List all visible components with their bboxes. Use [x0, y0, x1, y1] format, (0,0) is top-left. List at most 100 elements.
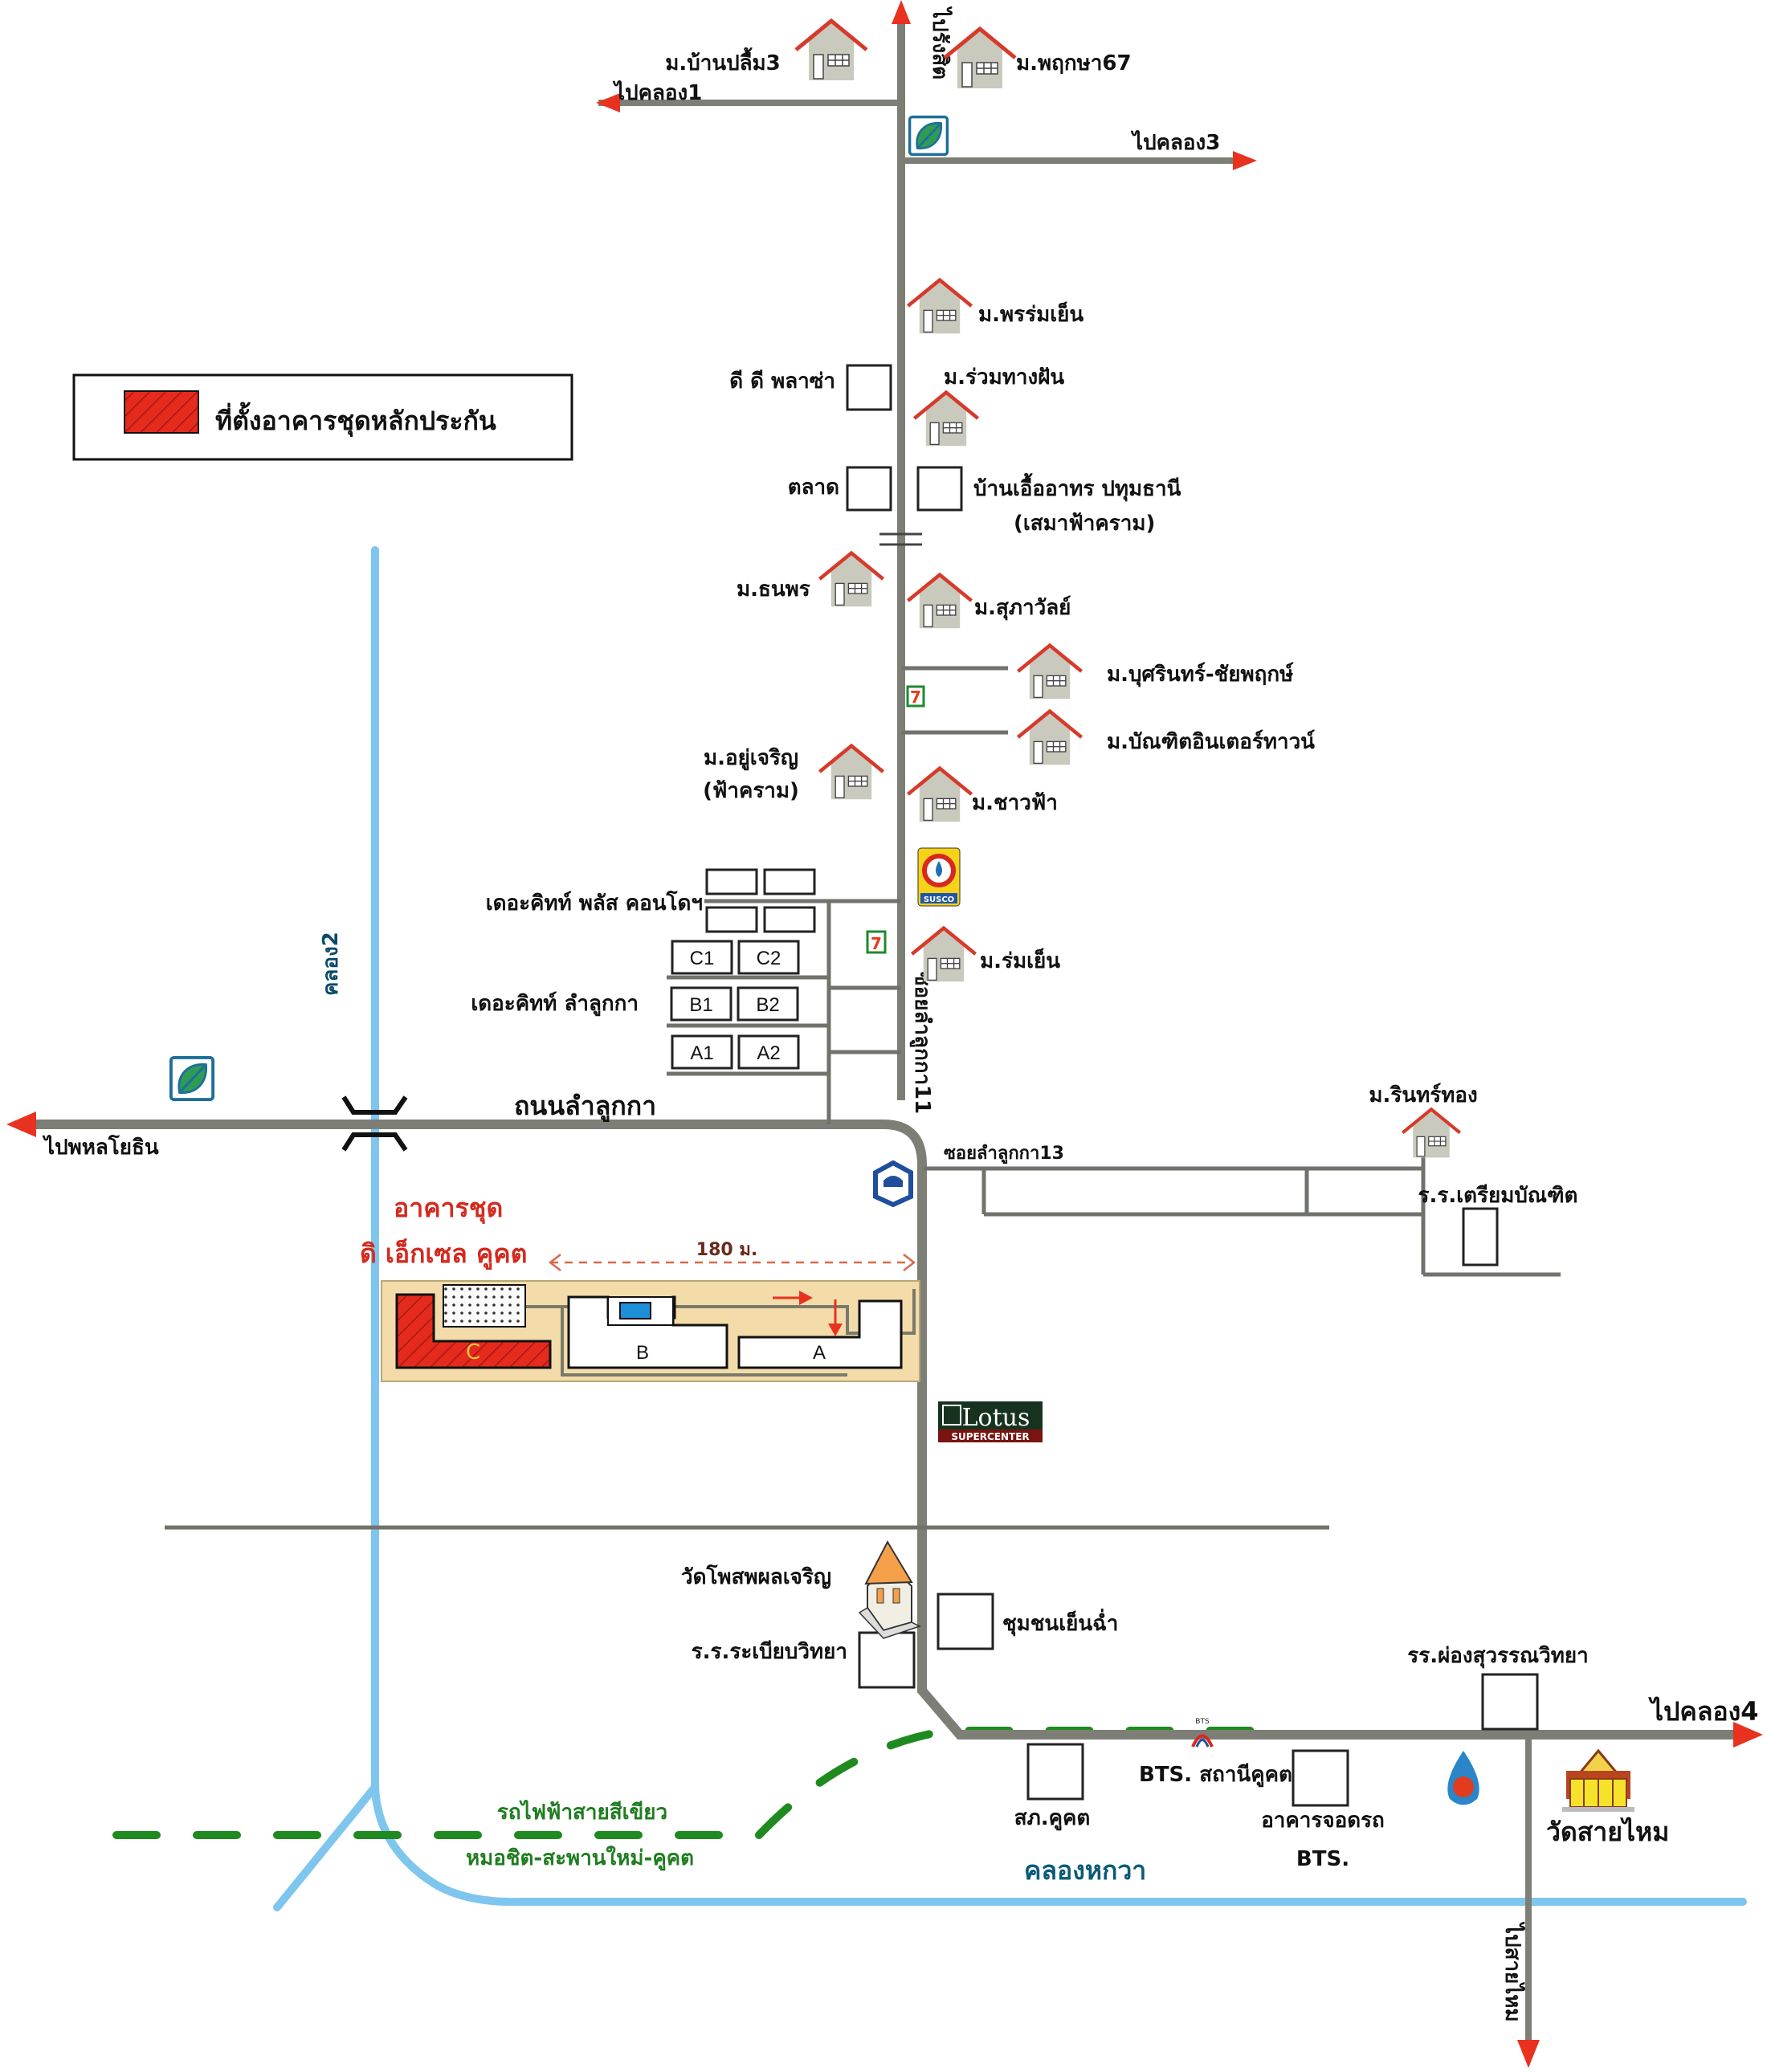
arrow-east-khlong4-icon	[1733, 1722, 1763, 1748]
collateral-site: อาคารชุด ดิ เอ็กเซล คูคต 180 ม. C B A	[360, 1193, 920, 1382]
swimming-pool	[619, 1302, 651, 1319]
svg-text:เดอะคิทท์ ลำลูกกา: เดอะคิทท์ ลำลูกกา	[471, 991, 639, 1017]
svg-text:ม.รินทร์ทอง: ม.รินทร์ทอง	[1369, 1083, 1477, 1107]
parking-area	[443, 1284, 526, 1328]
place-the-kith-lamlukka: เดอะคิทท์ ลำลูกกา C1 C2 B1 B2 A1 A2	[471, 940, 800, 1070]
svg-text:ม.บัณฑิตอินเตอร์ทาวน์: ม.บัณฑิตอินเตอร์ทาวน์	[1107, 729, 1315, 754]
ptt-gas-station-logo-icon	[1447, 1751, 1479, 1805]
svg-text:วัดโพสพผลเจริญ: วัดโพสพผลเจริญ	[681, 1564, 831, 1589]
svg-text:A2: A2	[757, 1042, 780, 1064]
main-roads	[24, 14, 1735, 2040]
kith-block-c2: C2	[737, 940, 800, 975]
road-break-mark	[879, 532, 922, 546]
village-pornromyen: ม.พรร่มเย็น	[908, 280, 1083, 334]
label-lamlukka-road: ถนนลำลูกกา	[514, 1091, 656, 1123]
kith-block-b1: B1	[670, 986, 733, 1022]
house-icon	[1018, 712, 1081, 765]
svg-text:BTS: BTS	[1195, 1718, 1210, 1726]
kith-block-a1: A1	[671, 1034, 733, 1070]
susco-gas-station-logo-icon: SUSCO	[917, 847, 961, 907]
arrow-west-phahonyothin-icon	[6, 1111, 36, 1137]
svg-text:ตลาด: ตลาด	[788, 475, 839, 500]
temple-wat-saimai: วัดสายไหม	[1546, 1748, 1669, 1847]
svg-text:A: A	[813, 1342, 826, 1364]
entrance-arrow-icon	[773, 1291, 843, 1336]
village-busarin: ม.บุศรินทร์-ชัยพฤกษ์	[1018, 646, 1294, 700]
svg-text:(ฟ้าคราม): (ฟ้าคราม)	[703, 779, 799, 803]
arrow-north-icon	[892, 0, 911, 24]
place-ban-uea-athorn: บ้านเอื้ออาทร ปทุมธานี (เสมาฟ้าคราม)	[916, 466, 1181, 536]
svg-text:7: 7	[910, 687, 921, 707]
svg-text:ม.พรร่มเย็น: ม.พรร่มเย็น	[978, 301, 1083, 327]
svg-text:เดอะคิทท์ พลัส คอนโดฯ: เดอะคิทท์ พลัส คอนโดฯ	[486, 890, 703, 916]
site-title-line1: อาคารชุด	[394, 1193, 503, 1225]
place-market: ตลาด	[788, 466, 892, 512]
svg-text:ชุมชนเย็นฉ่ำ: ชุมชนเย็นฉ่ำ	[1002, 1608, 1118, 1637]
svg-text:สภ.คูคต: สภ.คูคต	[1014, 1806, 1091, 1831]
svg-text:อาคารจอดรถ: อาคารจอดรถ	[1261, 1809, 1385, 1833]
temple-icon	[1562, 1748, 1634, 1812]
svg-text:SUPERCENTER: SUPERCENTER	[951, 1431, 1029, 1442]
label-to-khlong3: ไปคลอง3	[1130, 129, 1220, 155]
bts-logo-icon: BTS	[1191, 1718, 1214, 1748]
house-icon	[908, 280, 971, 334]
place-rabiab-wittaya: ร.ร.ระเบียบวิทยา	[692, 1631, 916, 1689]
site-title-line2: ดิ เอ็กเซล คูคต	[360, 1238, 527, 1271]
legend: ที่ตั้งอาคารชุดหลักประกัน	[72, 373, 573, 461]
svg-text:วัดสายไหม: วัดสายไหม	[1546, 1817, 1669, 1847]
svg-text:BTS. สถานีคูคต: BTS. สถานีคูคต	[1139, 1763, 1292, 1788]
arrow-east-khlong3-icon	[1233, 151, 1257, 170]
svg-text:ร.ร.เตรียมบัณฑิต: ร.ร.เตรียมบัณฑิต	[1418, 1184, 1578, 1208]
seven-eleven-logo-icon: 7	[866, 930, 887, 954]
svg-text:ร.ร.ระเบียบวิทยา: ร.ร.ระเบียบวิทยา	[692, 1640, 847, 1664]
green-line-railway	[112, 1727, 1289, 1839]
svg-text:180 ม.: 180 ม.	[696, 1240, 757, 1260]
svg-text:ม.ชาวฟ้า: ม.ชาวฟ้า	[972, 791, 1058, 815]
place-chumchon-yenchum: ชุมชนเย็นฉ่ำ	[937, 1593, 1118, 1650]
house-icon	[796, 21, 867, 80]
village-ruamtangfan: ม.ร่วมทางฝัน	[914, 365, 1064, 446]
bank-house-logo-icon	[873, 1160, 913, 1208]
place-triam-bandit: ร.ร.เตรียมบัณฑิต	[1418, 1184, 1578, 1266]
house-icon	[819, 553, 883, 607]
svg-text:บ้านเอื้ออาทร ปทุมธานี: บ้านเอื้ออาทร ปทุมธานี	[973, 472, 1181, 502]
kith-block-a2: A2	[737, 1034, 800, 1070]
svg-text:Lotus: Lotus	[962, 1404, 1030, 1432]
village-yucharoen: ม.อยู่เจริญ (ฟ้าคราม)	[703, 746, 884, 803]
village-bandit-intertown: ม.บัณฑิตอินเตอร์ทาวน์	[1018, 712, 1315, 765]
arrow-west-khlong1-icon	[596, 93, 620, 112]
village-romyen: ม.ร่มเย็น	[912, 928, 1060, 982]
canal-khlong2	[273, 546, 1747, 1911]
house-icon	[914, 393, 977, 447]
svg-text:ม.บุศรินทร์-ชัยพฤกษ์: ม.บุศรินทร์-ชัยพฤกษ์	[1107, 662, 1294, 687]
label-soi13: ซอยลำลูกกา13	[944, 1144, 1064, 1164]
kith-block-b2: B2	[737, 986, 799, 1022]
svg-text:รร.ผ่องสุวรรณวิทยา: รร.ผ่องสุวรรณวิทยา	[1407, 1644, 1588, 1669]
svg-text:(เสมาฟ้าคราม): (เสมาฟ้าคราม)	[1014, 512, 1155, 536]
label-to-khlong1: ไปคลอง1	[612, 80, 702, 105]
label-khlong2: คลอง2	[319, 932, 343, 996]
label-soi11: ซอยลำลูกกา11	[909, 972, 934, 1114]
seven-eleven-logo-icon: 7	[906, 685, 925, 708]
building-a	[737, 1299, 903, 1369]
arrow-south-saimai-icon	[1517, 2040, 1540, 2068]
direction-arrows	[6, 0, 1763, 2068]
svg-text:ม.สุภาวัลย์: ม.สุภาวัลย์	[974, 595, 1071, 621]
temple-wat-phot: วัดโพสพผลเจริญ	[681, 1540, 921, 1639]
legend-swatch	[124, 390, 199, 434]
house-icon	[1018, 646, 1081, 700]
bridge-icon	[341, 1095, 408, 1152]
green-line-label: รถไฟฟ้าสายสีเขียว	[497, 1799, 667, 1825]
house-icon	[819, 746, 883, 800]
bank-leaf-logo-icon	[171, 1058, 213, 1099]
temple-icon	[858, 1540, 921, 1639]
label-to-phahonyothin: ไปพหลโยธิน	[42, 1134, 159, 1160]
svg-text:SUSCO: SUSCO	[924, 895, 954, 904]
bank-leaf-logo-icon	[908, 115, 949, 157]
place-the-kith-plus: เดอะคิทท์ พลัส คอนโดฯ	[486, 868, 816, 933]
svg-text:ม.พฤกษา67: ม.พฤกษา67	[1016, 51, 1132, 75]
village-chaofa: ม.ชาวฟ้า	[908, 769, 1058, 822]
svg-text:C2: C2	[757, 948, 781, 969]
village-ban-plim3: ม.บ้านปลื้ม3	[665, 21, 867, 80]
